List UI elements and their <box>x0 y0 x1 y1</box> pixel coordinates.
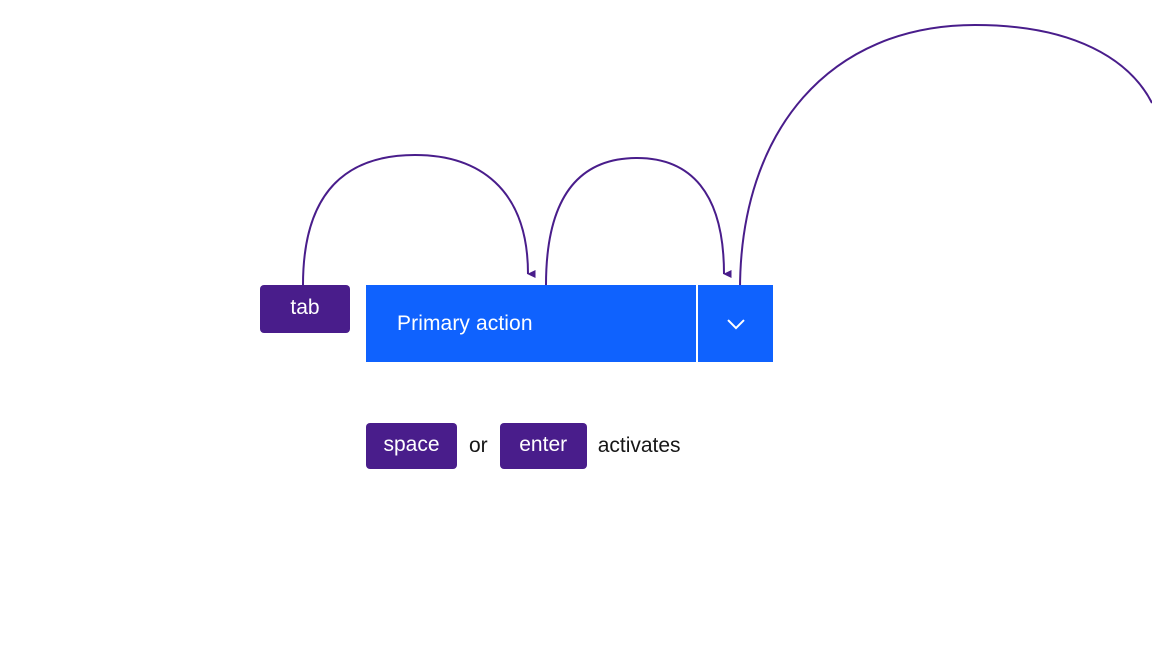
split-button-toggle[interactable] <box>698 285 773 362</box>
hint-action-activates: activates <box>597 434 681 457</box>
chevron-down-icon <box>726 318 745 329</box>
activation-hint: space or enter activates <box>366 423 681 469</box>
split-button-primary-label: Primary action <box>397 311 533 335</box>
split-button[interactable]: Primary action <box>366 285 773 362</box>
arrow-toggle-to-next-offscreen <box>739 23 1152 291</box>
split-button-primary-action[interactable]: Primary action <box>366 285 696 362</box>
hint-connector-or: or <box>469 434 488 457</box>
keycap-tab: tab <box>260 285 350 333</box>
arrow-tab-to-primary-action <box>302 153 536 286</box>
split-button-divider <box>696 285 698 362</box>
keycap-space: space <box>366 423 457 469</box>
arrow-primary-action-to-toggle <box>545 156 732 286</box>
keycap-enter: enter <box>499 423 587 469</box>
